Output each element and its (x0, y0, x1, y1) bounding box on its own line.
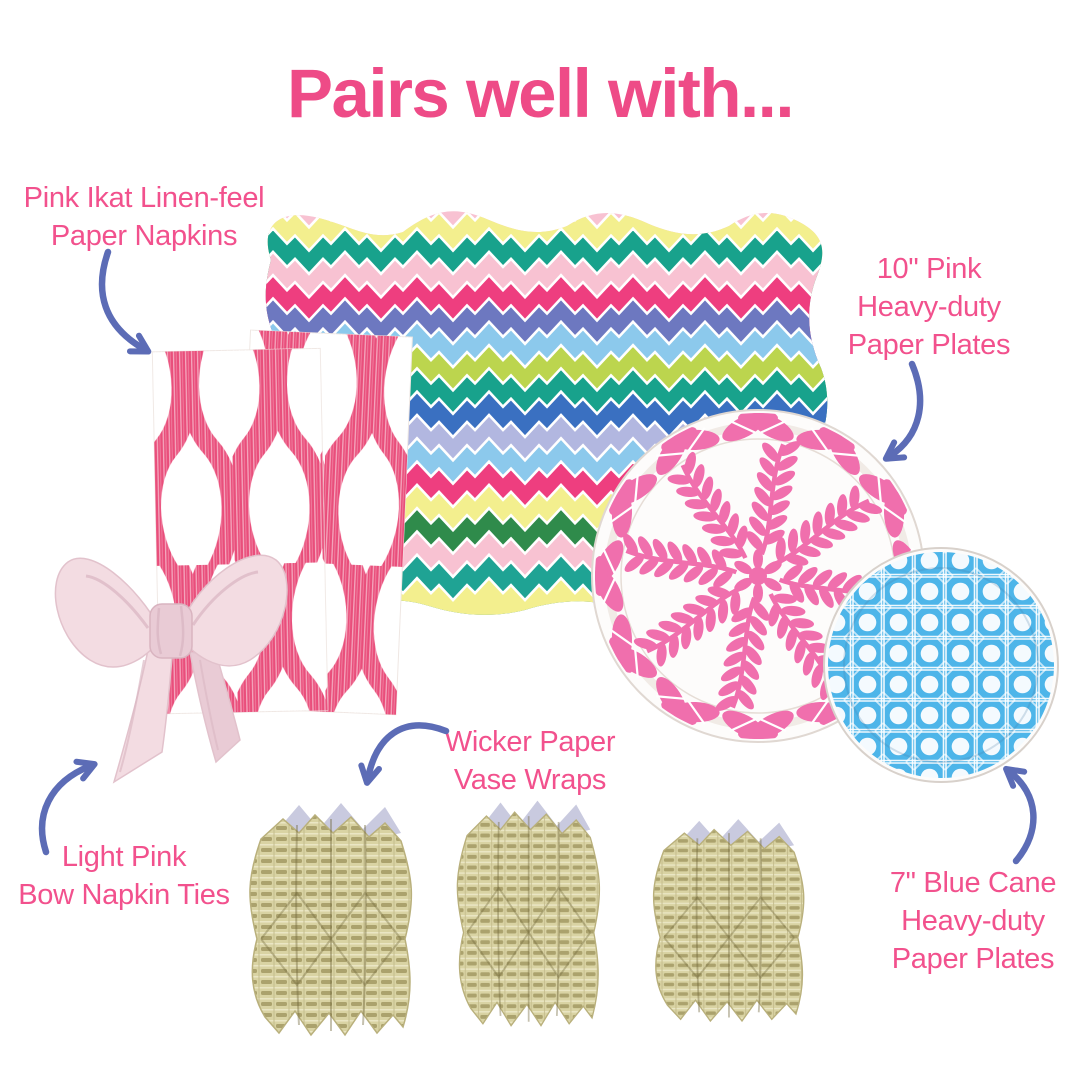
label-line: Paper Napkins (50, 220, 238, 252)
blue-plate-image (823, 547, 1059, 783)
curved-arrow-to-napkins-icon (98, 248, 152, 355)
label-line: Wicker Paper (444, 726, 616, 758)
label-line: Heavy-duty (857, 291, 1001, 323)
label-blue-cane-plates: 7" Blue Cane Heavy-duty Paper Plates (863, 864, 1080, 978)
label-line: Pink Ikat Linen-feel (23, 182, 265, 214)
label-pink-paper-plates: 10" Pink Heavy-duty Paper Plates (824, 250, 1034, 364)
blue-plate-cane-pattern (828, 552, 1054, 778)
label-line: 7" Blue Cane (889, 867, 1057, 899)
vase-wrap-3 (652, 818, 805, 1022)
label-bow-napkin-ties: Light Pink Bow Napkin Ties (8, 838, 240, 914)
label-wicker-vase-wraps: Wicker Paper Vase Wraps (425, 723, 635, 799)
label-line: 10" Pink (876, 253, 982, 285)
vase-wraps-image (248, 799, 805, 1036)
bow-image (54, 554, 288, 784)
label-line: Paper Plates (847, 329, 1011, 361)
vase-wrap-2 (456, 799, 601, 1027)
vase-wrap-1 (248, 802, 413, 1036)
label-line: Paper Plates (891, 943, 1055, 975)
label-pink-ikat-napkins: Pink Ikat Linen-feel Paper Napkins (4, 179, 284, 255)
label-line: Bow Napkin Ties (18, 879, 230, 911)
label-line: Heavy-duty (901, 905, 1045, 937)
page-title: Pairs well with... (287, 55, 795, 132)
label-line: Light Pink (61, 841, 187, 873)
bow-shape (54, 554, 288, 784)
curved-arrow-to-blue-plate-icon (1003, 765, 1037, 865)
label-line: Vase Wraps (453, 764, 607, 796)
